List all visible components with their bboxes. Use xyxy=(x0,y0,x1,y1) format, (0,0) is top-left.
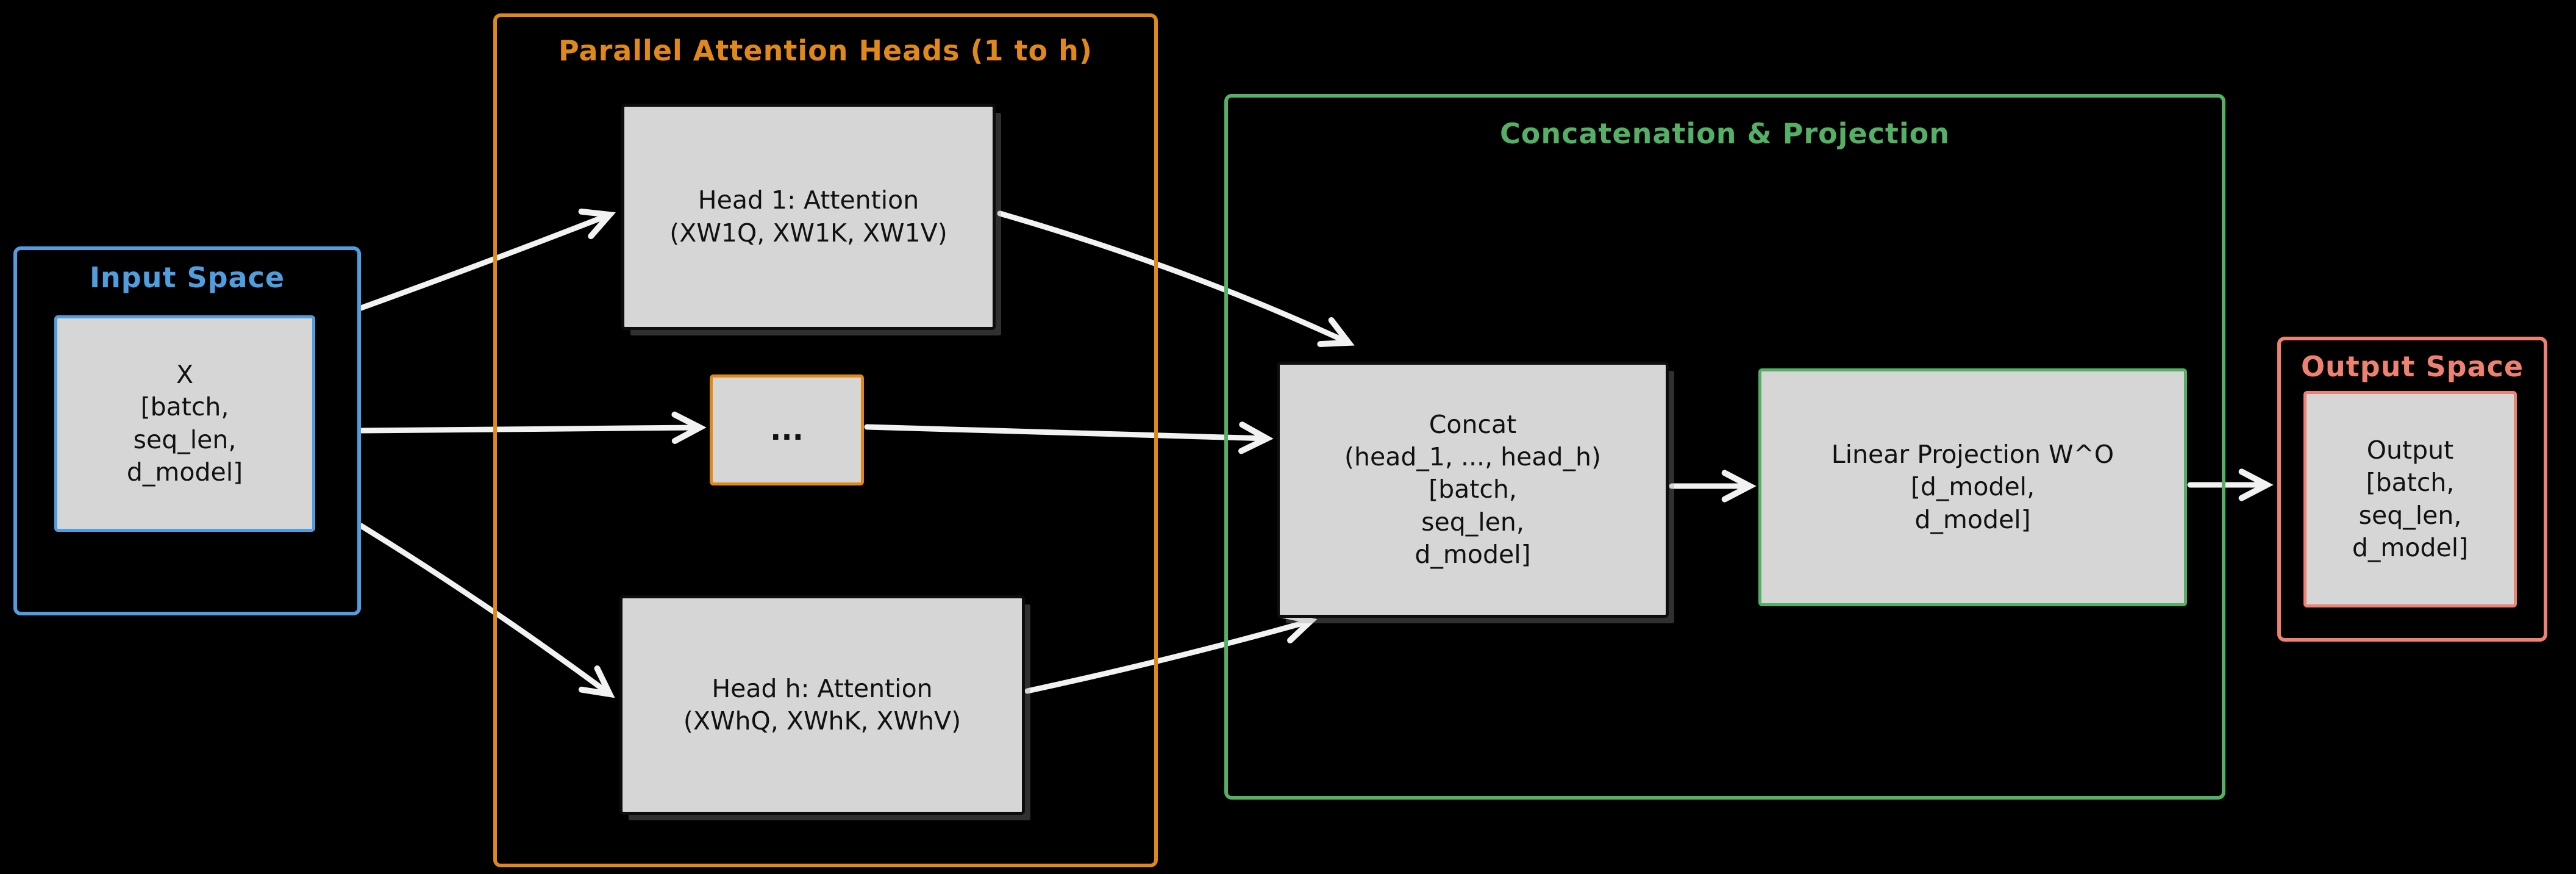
node-text-line: ... xyxy=(770,412,804,447)
concat-projection-group: Concatenation & Projection xyxy=(1224,94,2225,800)
input-space-group: Input Space xyxy=(13,246,361,615)
parallel-heads-title: Parallel Attention Heads (1 to h) xyxy=(558,34,1093,67)
node-text-line: Concat xyxy=(1429,409,1517,439)
node-text-line: Head h: Attention xyxy=(712,673,933,703)
heads-ellipsis-node: ... xyxy=(710,374,864,485)
node-text-line: Linear Projection W^O xyxy=(1831,440,2114,470)
arrow-input-to-dots xyxy=(358,411,707,444)
arrow-headh-to-concat xyxy=(1024,612,1318,694)
node-text-line: (XWhQ, XWhK, XWhV) xyxy=(683,706,962,736)
node-text-line: Output xyxy=(2366,435,2454,465)
node-text-line: seq_len, xyxy=(1421,507,1524,537)
input-space-title: Input Space xyxy=(89,261,285,294)
node-text-line: (head_1, ..., head_h) xyxy=(1344,442,1601,472)
node-text-line: d_model] xyxy=(1415,539,1531,569)
node-text-line: (XW1Q, XW1K, XW1V) xyxy=(669,218,947,248)
node-text-line: [batch, xyxy=(2366,468,2455,498)
node-text-line: seq_len, xyxy=(133,424,237,454)
input-x-node: X [batch, seq_len, d_model] xyxy=(54,315,315,532)
headh-node: Head h: Attention (XWhQ, XWhK, XWhV) xyxy=(619,595,1025,815)
arrow-head1-to-concat xyxy=(997,210,1355,348)
linear-projection-node: Linear Projection W^O [d_model, d_model] xyxy=(1758,368,2187,606)
parallel-heads-group: Parallel Attention Heads (1 to h) xyxy=(493,13,1158,867)
head1-node: Head 1: Attention (XW1Q, XW1K, XW1V) xyxy=(621,104,996,330)
node-text-line: d_model] xyxy=(126,457,243,487)
output-space-group: Output Space xyxy=(2277,337,2547,642)
output-node: Output [batch, seq_len, d_model] xyxy=(2303,391,2517,607)
concat-projection-title: Concatenation & Projection xyxy=(1500,117,1950,150)
node-text-line: [d_model, xyxy=(1910,472,2035,502)
node-text-line: [batch, xyxy=(140,392,229,422)
concat-node: Concat (head_1, ..., head_h) [batch, seq… xyxy=(1277,362,1669,618)
node-text-line: X xyxy=(176,359,194,389)
node-text-line: Head 1: Attention xyxy=(698,185,919,215)
node-text-line: d_model] xyxy=(2352,532,2469,562)
node-text-line: d_model] xyxy=(1914,504,2031,534)
node-text-line: seq_len, xyxy=(2358,500,2462,530)
arrow-dots-to-concat xyxy=(864,421,1274,454)
output-space-title: Output Space xyxy=(2300,350,2524,383)
arrow-input-to-headh xyxy=(358,523,615,698)
arrow-input-to-head1 xyxy=(358,208,616,311)
node-text-line: [batch, xyxy=(1429,475,1517,504)
